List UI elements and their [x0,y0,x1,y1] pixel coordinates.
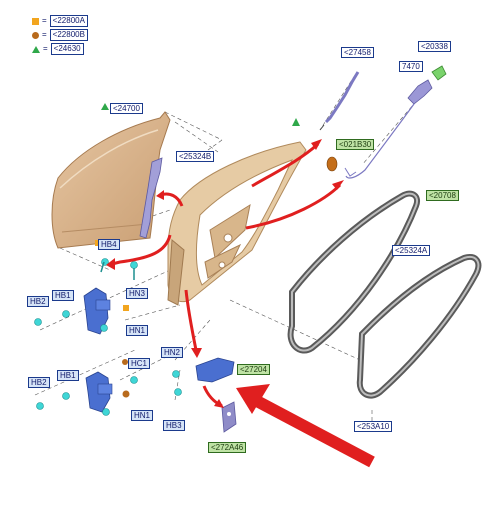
legend-row-22800b: = <22800B [32,29,88,41]
label-hc1[interactable]: HC1 [128,358,151,369]
label-hb1-upper[interactable]: HB1 [52,290,74,301]
orange-square-icon [32,17,39,25]
brown-circle-icon [32,31,39,39]
label-hb3[interactable]: HB3 [163,420,185,431]
legend-code: <24630 [50,43,84,55]
label-hn2[interactable]: HN2 [161,347,184,358]
label-hn1-upper[interactable]: HN1 [126,325,149,336]
door-inner-frame [167,141,307,306]
weatherstrip-seals [287,190,482,399]
label-27458[interactable]: <27458 [341,47,374,58]
label-hn3[interactable]: HN3 [126,288,149,299]
label-20708[interactable]: <20708 [426,190,459,201]
label-hn1-lower[interactable]: HN1 [131,410,154,421]
label-hb1-lower[interactable]: HB1 [57,370,79,381]
label-27204[interactable]: <27204 [237,364,270,375]
latch-assembly [345,65,447,179]
upper-hinge-assembly [34,258,138,335]
red-arrows [106,139,375,468]
lower-hinge-assembly [36,371,138,416]
label-20338[interactable]: <20338 [418,41,451,52]
bracket-25324b [139,157,163,239]
legend-eq: = [42,30,47,39]
label-272a46[interactable]: <272A46 [208,442,247,453]
green-triangle-icon [32,45,40,53]
label-253a10[interactable]: <253A10 [354,421,393,432]
label-hb2-lower[interactable]: HB2 [28,377,50,388]
label-hb2-upper[interactable]: HB2 [27,296,49,307]
label-25324b[interactable]: <25324B [176,151,215,162]
outer-door-panel [51,111,171,249]
legend-row-24630: = <24630 [32,43,84,55]
legend-eq: = [42,16,47,25]
label-25324a[interactable]: <25324A [392,245,431,256]
legend-row-22800a: = <22800A [32,15,88,27]
label-021b30[interactable]: <021B30 [336,139,375,150]
legend-code: <22800B [49,29,88,41]
door-cable-27458 [319,71,360,131]
legend-eq: = [43,44,48,53]
component-021b30 [326,156,357,177]
label-7470[interactable]: 7470 [399,61,423,72]
label-hb4[interactable]: HB4 [98,239,120,250]
label-24700[interactable]: <24700 [110,103,143,114]
legend-code: <22800A [49,15,88,27]
plate-272a46 [221,401,237,433]
door-check-27204 [172,357,235,396]
